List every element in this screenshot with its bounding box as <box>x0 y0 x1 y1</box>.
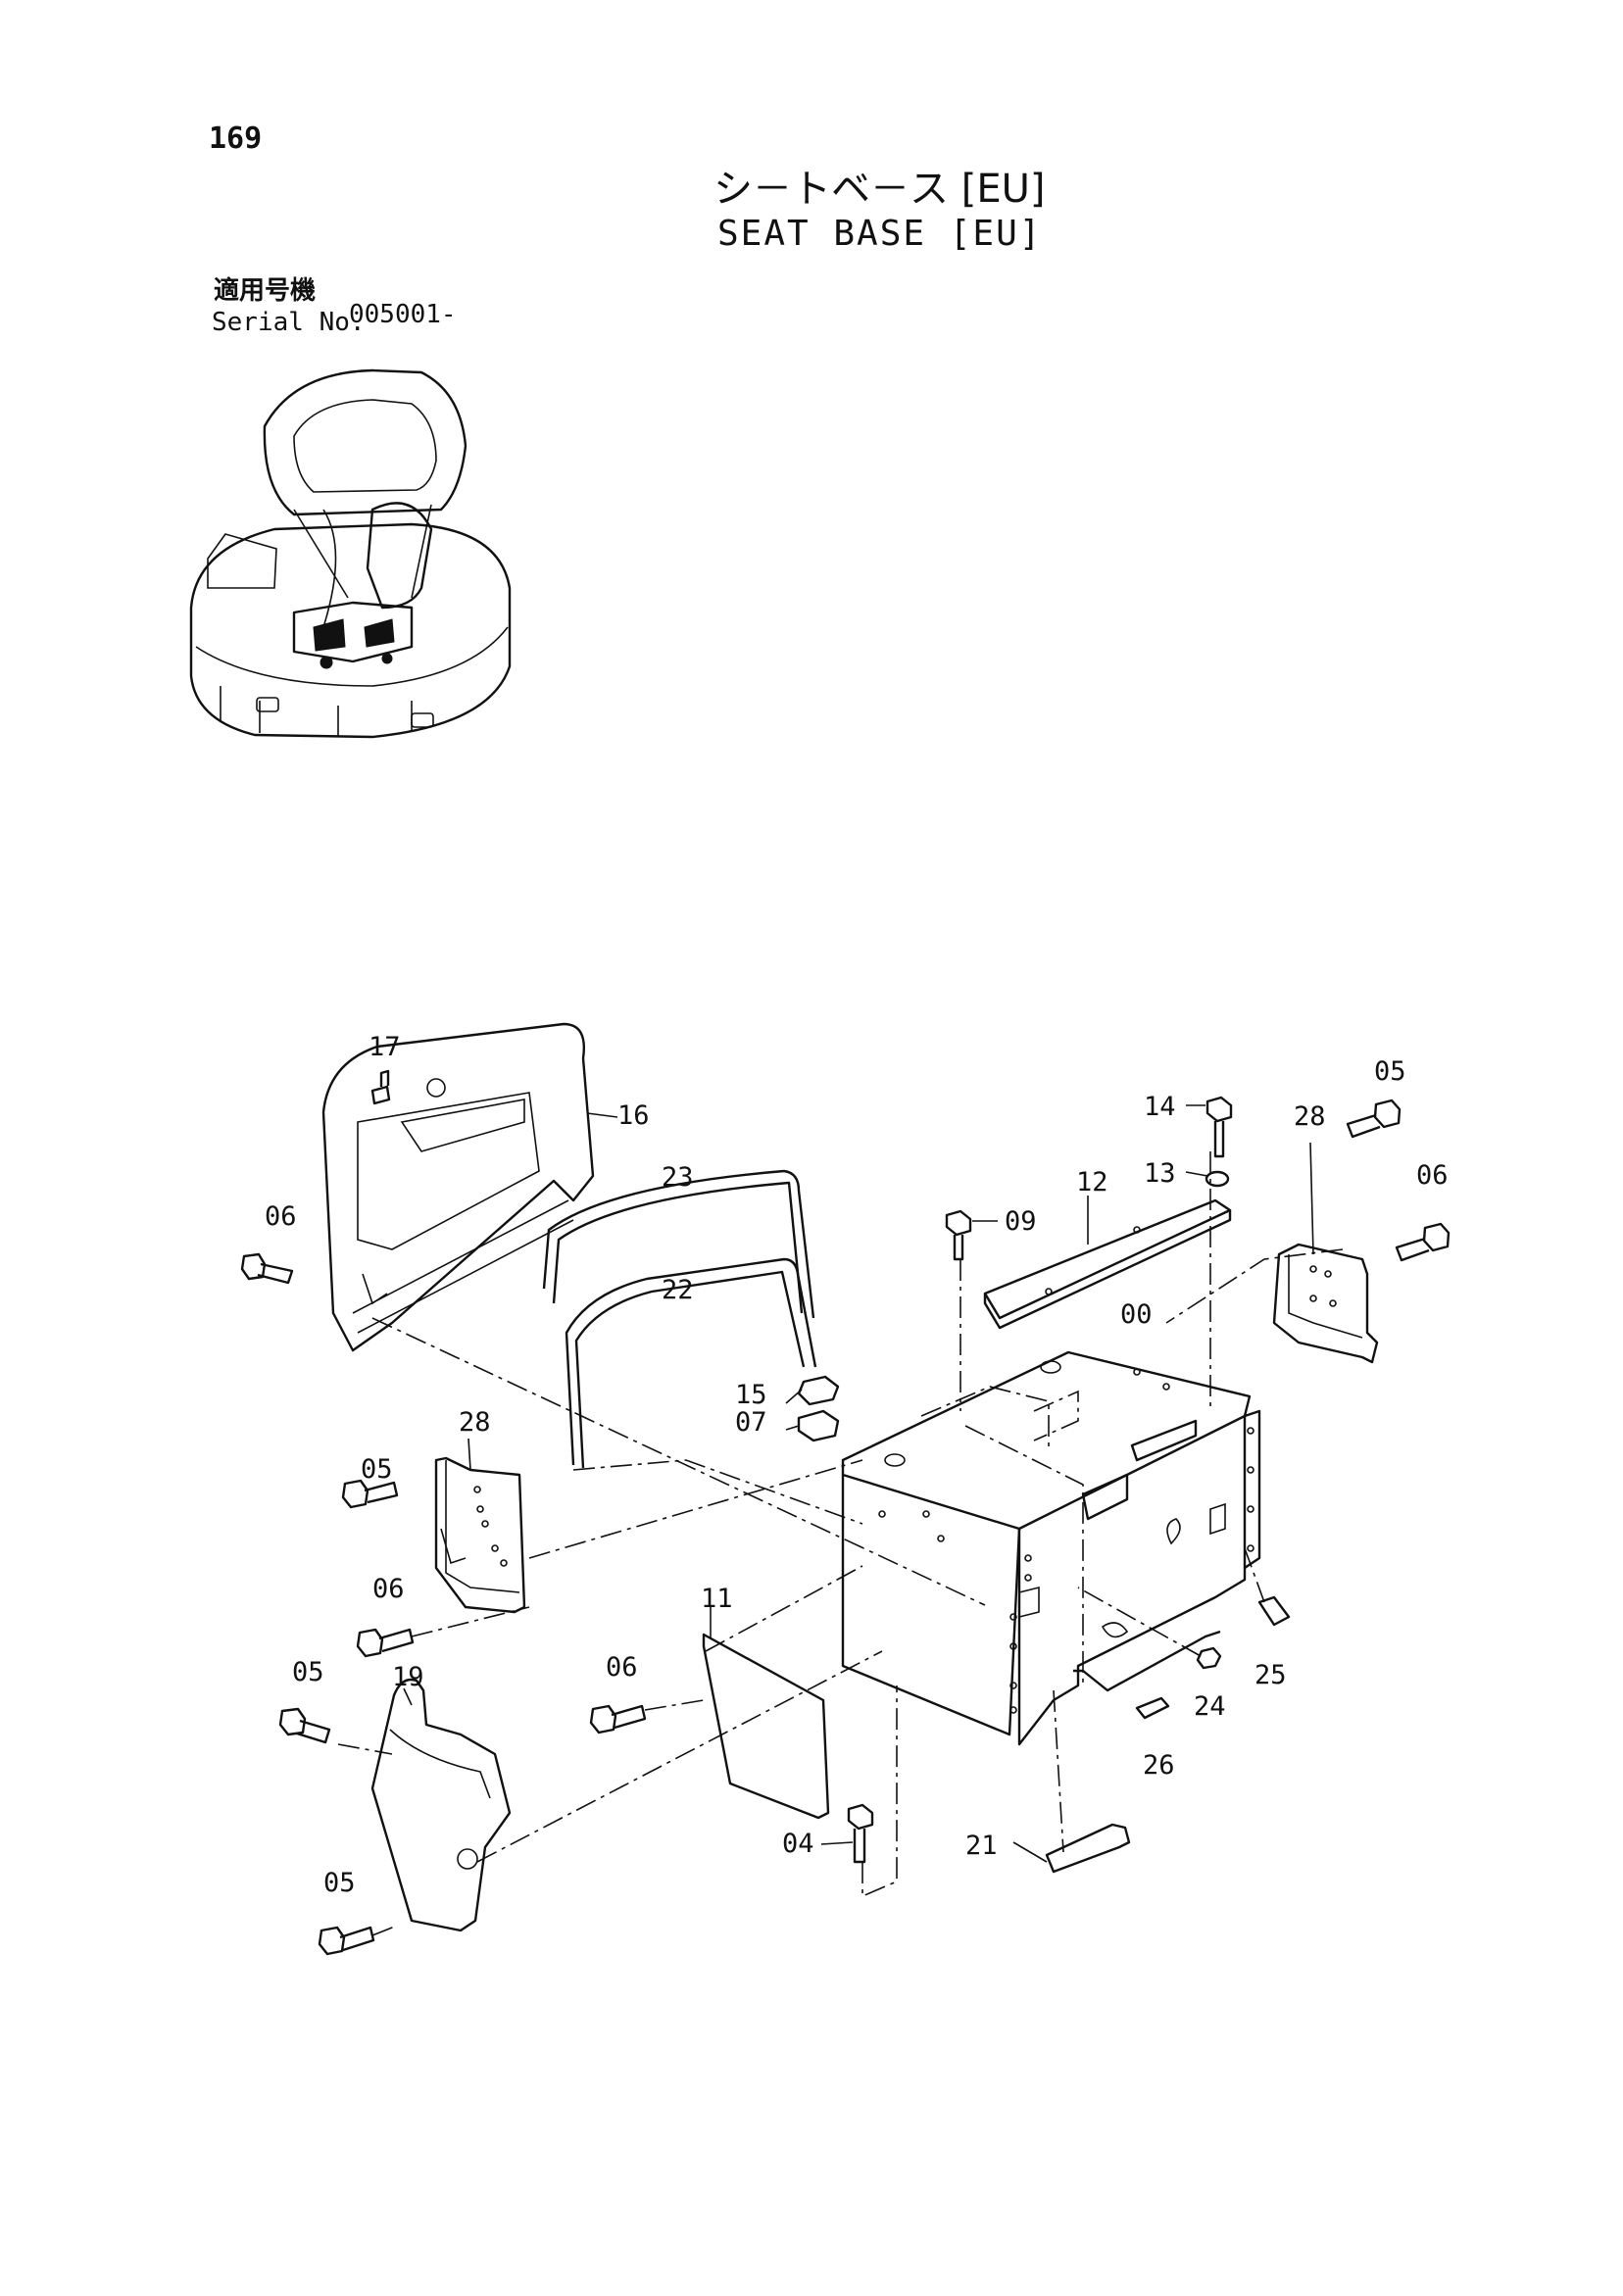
callout-label: 26 <box>1143 1750 1175 1781</box>
callout-label: 04 <box>782 1829 814 1859</box>
title-japanese: シ－トベ－ス [EU] <box>713 167 1046 212</box>
part-22-23-seal-strips <box>542 1169 817 1469</box>
callout-label: 15 <box>735 1380 767 1410</box>
part-28-right-bracket <box>1272 1243 1379 1364</box>
callout-label: 28 <box>1294 1101 1326 1132</box>
callout-label: 23 <box>662 1162 694 1193</box>
callout-label: 25 <box>1254 1660 1287 1690</box>
hardware-bolts <box>240 1069 1451 1956</box>
callout-label: 13 <box>1144 1158 1176 1189</box>
part-12-plate <box>983 1198 1232 1330</box>
callout-label: 14 <box>1144 1092 1176 1122</box>
title-english: SEAT BASE [EU] <box>717 214 1043 254</box>
callout-label: 12 <box>1076 1167 1108 1197</box>
callout-label: 06 <box>1416 1160 1449 1191</box>
callout-label: 06 <box>606 1652 638 1683</box>
part-19-cover <box>370 1678 512 1932</box>
callout-label: 07 <box>735 1407 767 1438</box>
part-16-cover-panel <box>321 1022 595 1352</box>
callout-label: 06 <box>372 1574 405 1604</box>
callout-label: 05 <box>1374 1056 1406 1087</box>
callout-label: 24 <box>1194 1691 1226 1722</box>
callout-label: 28 <box>459 1407 491 1438</box>
serial-label-english: Serial No. <box>212 308 366 337</box>
callout-label: 05 <box>361 1454 393 1485</box>
callout-label: 22 <box>662 1275 694 1305</box>
serial-label-japanese: 適用号機 <box>214 276 317 306</box>
callout-label: 19 <box>392 1662 424 1692</box>
callout-label: 00 <box>1120 1299 1153 1330</box>
serial-number-value: 005001- <box>349 300 457 329</box>
part-28-left-bracket <box>434 1456 526 1614</box>
callout-label: 11 <box>701 1584 733 1614</box>
callout-label: 21 <box>965 1831 998 1861</box>
callout-label: 16 <box>617 1100 650 1131</box>
callout-label: 17 <box>369 1032 401 1062</box>
page-number: 169 <box>209 122 263 156</box>
part-00-main-frame <box>841 1350 1261 1746</box>
callout-label: 09 <box>1005 1206 1037 1237</box>
part-11-plate <box>702 1633 830 1820</box>
callout-label: 05 <box>292 1657 324 1687</box>
callout-label: 06 <box>265 1201 297 1232</box>
callout-label: 05 <box>323 1868 356 1898</box>
